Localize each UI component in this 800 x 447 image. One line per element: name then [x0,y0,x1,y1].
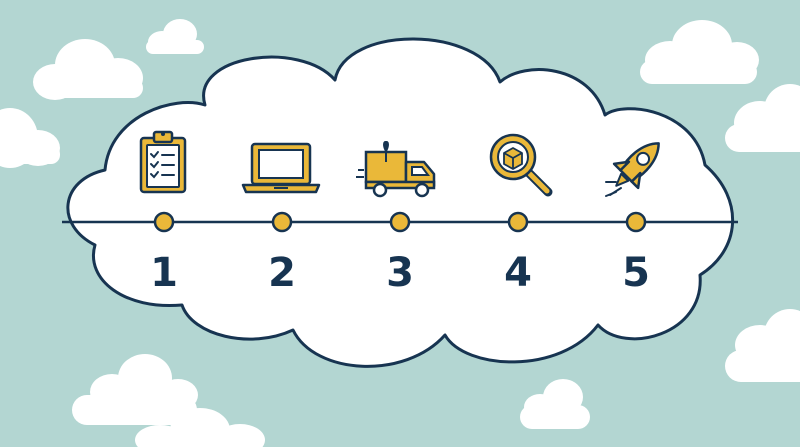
timeline-marker [389,211,411,233]
timeline-marker [271,211,293,233]
background-cloud [33,39,143,100]
step-number-3: 3 [386,250,414,296]
step-number-2: 2 [268,250,296,296]
magnifier-box-icon [489,133,553,197]
background-cloud [0,108,60,168]
background-cloud [640,20,759,84]
background-cloud [135,408,265,447]
laptop-icon [241,142,321,194]
background-cloud [72,354,198,425]
background-cloud [146,19,204,54]
background-cloud [725,309,800,382]
timeline-marker [625,211,647,233]
clipboard-checklist-icon [139,130,187,194]
timeline-marker [507,211,529,233]
step-number-4: 4 [504,250,532,296]
step-number-1: 1 [150,250,178,296]
background-cloud [725,84,800,152]
rocket-icon [605,142,660,197]
background-cloud [520,379,590,429]
main-cloud [66,37,735,368]
delivery-truck-icon [356,141,436,198]
timeline-marker [153,211,175,233]
step-number-5: 5 [622,250,650,296]
